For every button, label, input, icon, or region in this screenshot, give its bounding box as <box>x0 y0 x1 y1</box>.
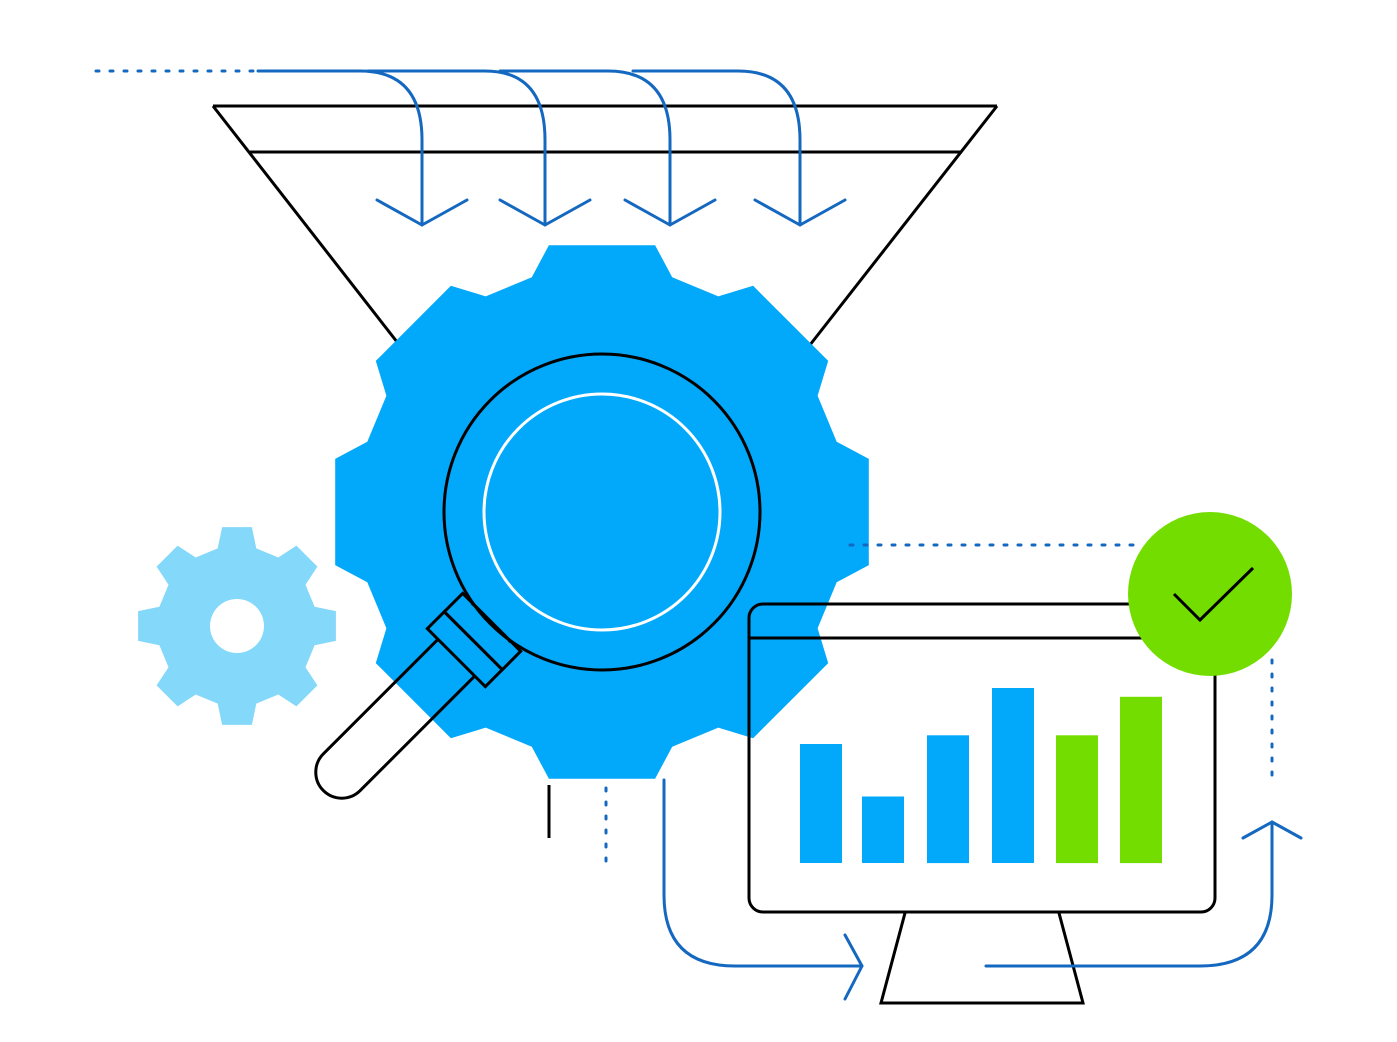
funnel-icon <box>211 104 999 357</box>
magnifying-glass-icon <box>314 352 762 800</box>
chart-bar <box>800 744 842 863</box>
chart-bar <box>927 735 969 864</box>
gear-output-lines <box>547 785 608 864</box>
magnifier-grip <box>425 609 505 689</box>
small-gear-icon <box>138 527 336 725</box>
checkmark-badge-icon <box>1128 512 1292 676</box>
down-arrow-icon <box>631 69 847 227</box>
dotted-connectors <box>848 543 1274 780</box>
monitor-icon <box>747 602 1217 1005</box>
flow-arrow-icon <box>984 820 1303 968</box>
chart-bar <box>1120 696 1162 864</box>
down-arrow-icon <box>498 69 717 227</box>
incoming-arrows <box>256 69 847 227</box>
bar-chart-icon <box>800 688 1162 864</box>
down-arrow-icon <box>366 69 592 227</box>
chart-bar <box>992 688 1034 863</box>
down-arrow-icon <box>256 69 469 227</box>
flow-arrow-icon <box>662 778 864 1001</box>
chart-bar <box>862 796 904 863</box>
gear-icon <box>335 245 869 779</box>
chart-bar <box>1056 735 1098 864</box>
